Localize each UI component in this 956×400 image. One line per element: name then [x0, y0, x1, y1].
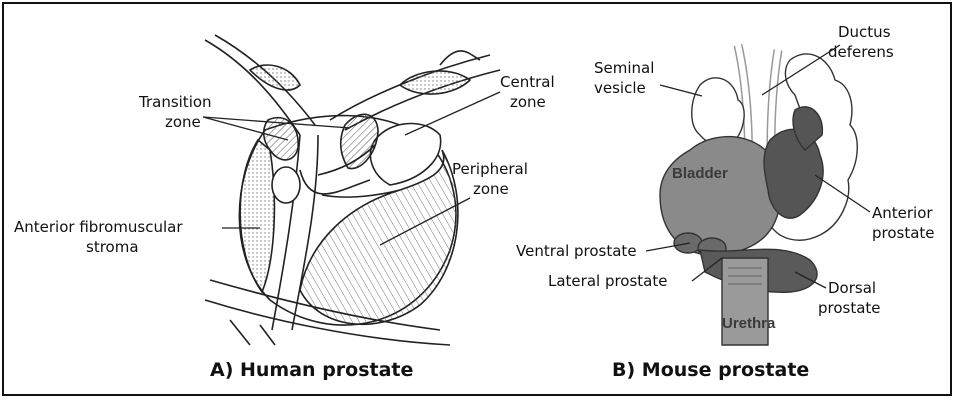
caption-mouse-prostate: B) Mouse prostate	[612, 359, 809, 381]
label-transition-zone-line2: zone	[165, 113, 201, 131]
label-anterior-stroma-line1: Anterior fibromuscular	[14, 218, 183, 236]
label-bladder: Bladder	[672, 165, 728, 182]
label-seminal-vesicle-line1: Seminal	[594, 59, 654, 77]
label-peripheral-zone-line1: Peripheral	[452, 160, 528, 178]
label-central-zone-line2: zone	[510, 93, 546, 111]
leader-central	[405, 92, 500, 135]
caption-human-prostate: A) Human prostate	[210, 359, 413, 381]
label-dorsal-prostate-line1: Dorsal	[828, 279, 876, 297]
label-lateral-prostate: Lateral prostate	[548, 272, 668, 290]
label-ventral-prostate: Ventral prostate	[516, 242, 637, 260]
label-transition-zone-line1: Transition	[138, 93, 212, 111]
label-ductus-deferens-line1: Ductus	[838, 23, 891, 41]
leader-seminal	[660, 85, 702, 96]
label-anterior-prostate-line2: prostate	[872, 224, 935, 242]
label-peripheral-zone-line2: zone	[473, 180, 509, 198]
human-prostate-drawing	[205, 35, 500, 345]
label-dorsal-prostate-line2: prostate	[818, 299, 881, 317]
label-central-zone-line1: Central	[500, 73, 555, 91]
label-seminal-vesicle-line2: vesicle	[594, 79, 646, 97]
label-anterior-prostate-line1: Anterior	[872, 204, 933, 222]
label-anterior-stroma-line2: stroma	[86, 238, 139, 256]
label-urethra: Urethra	[722, 315, 776, 332]
